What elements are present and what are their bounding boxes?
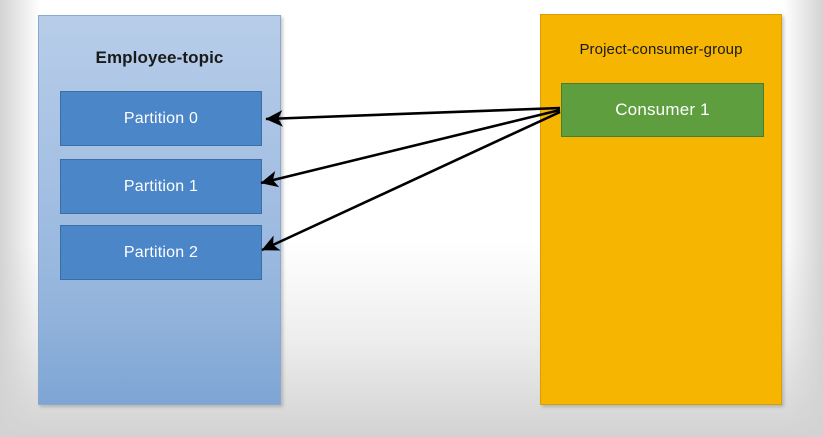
consumer-group-panel[interactable]: Project-consumer-group Consumer 1 [540, 14, 782, 405]
topic-panel[interactable]: Employee-topic Partition 0 Partition 1 P… [38, 15, 281, 405]
partition-label-2: Partition 2 [123, 243, 199, 261]
consumer-label-1: Consumer 1 [615, 100, 710, 119]
arrow-consumer1-to-partition1 [260, 108, 561, 188]
partition-box-2[interactable]: Partition 2 [60, 225, 262, 280]
background-right-shade [783, 0, 823, 437]
background-left-shade [0, 0, 40, 437]
topic-panel-title: Employee-topic [95, 48, 224, 67]
partition-label-1: Partition 1 [123, 177, 199, 195]
arrow-consumer1-to-partition2 [261, 110, 561, 252]
consumer-group-panel-title: Project-consumer-group [579, 41, 743, 58]
partition-box-1[interactable]: Partition 1 [60, 159, 262, 214]
consumer-box-1[interactable]: Consumer 1 [561, 83, 764, 137]
arrow-consumer1-to-partition0 [265, 106, 561, 127]
partition-label-0: Partition 0 [123, 109, 199, 127]
partition-box-0[interactable]: Partition 0 [60, 91, 262, 146]
